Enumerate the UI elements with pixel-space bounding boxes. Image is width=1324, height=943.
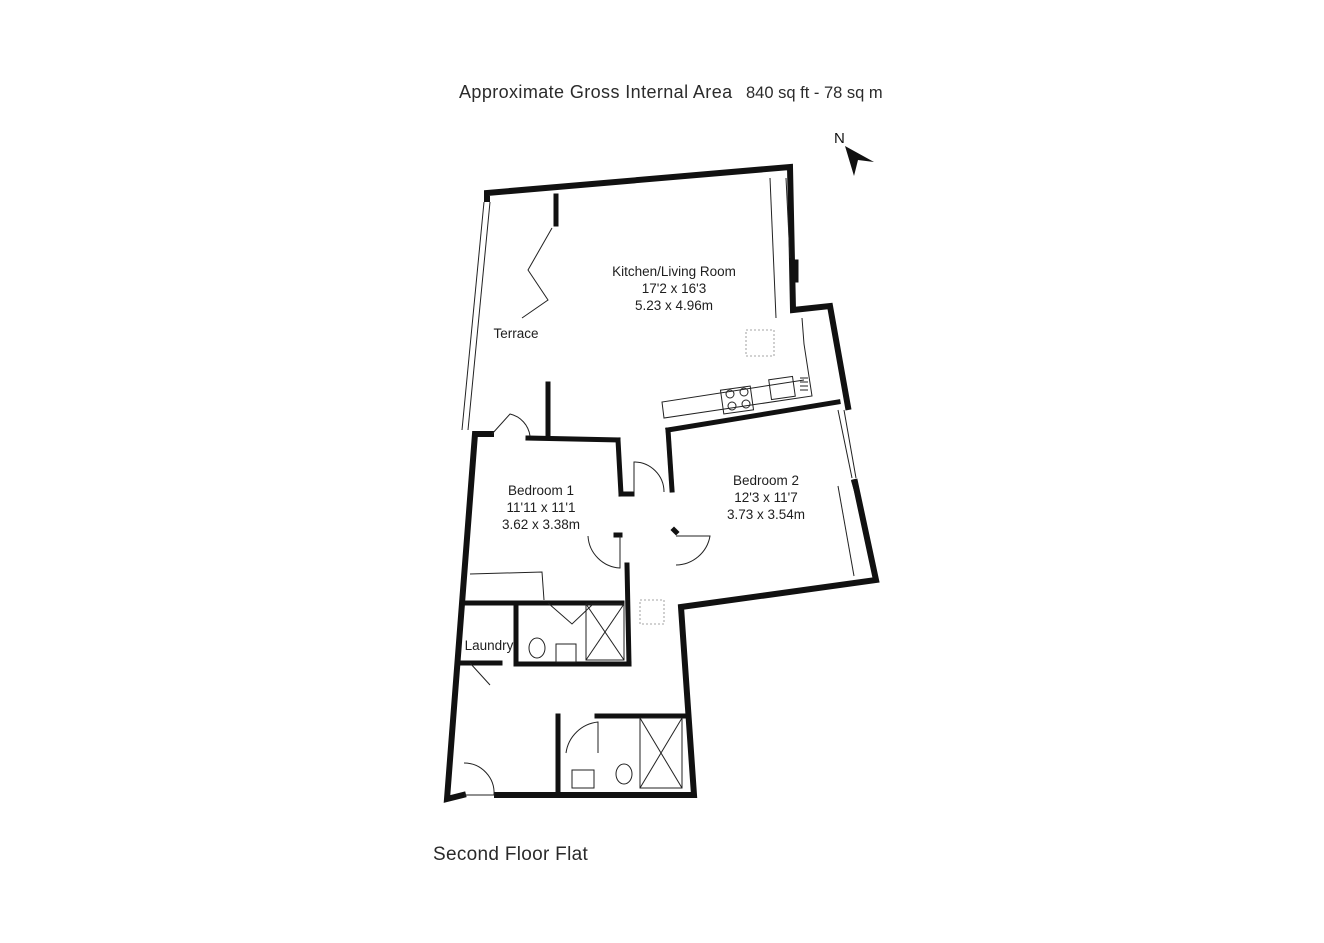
bedroom-fixtures (469, 409, 857, 625)
terrace-glazing (461, 177, 791, 431)
svg-text:12'3 x 11'7: 12'3 x 11'7 (734, 490, 797, 505)
outer-walls (443, 163, 880, 803)
svg-text:Kitchen/Living Room: Kitchen/Living Room (612, 264, 736, 279)
bifold-door (521, 227, 553, 319)
svg-text:11'11 x 11'1: 11'11 x 11'1 (507, 500, 576, 515)
terrace-label: Terrace (493, 326, 538, 341)
svg-text:5.23 x 4.96m: 5.23 x 4.96m (635, 298, 713, 313)
svg-text:3.62 x 3.38m: 3.62 x 3.38m (502, 517, 580, 532)
door-swings (463, 413, 711, 796)
bedroom1-label: Bedroom 1 11'11 x 11'1 3.62 x 3.38m (502, 483, 580, 532)
kitchen-living-label: Kitchen/Living Room 17'2 x 16'3 5.23 x 4… (612, 264, 736, 313)
area-value: 840 sq ft - 78 sq m (746, 84, 883, 102)
area-title: Approximate Gross Internal Area (459, 82, 733, 102)
interior-walls (457, 193, 862, 798)
svg-text:3.73 x 3.54m: 3.73 x 3.54m (727, 507, 805, 522)
svg-text:Bedroom 2: Bedroom 2 (733, 473, 799, 488)
kitchen-units (661, 317, 813, 419)
svg-text:N: N (834, 130, 845, 147)
bedroom2-label: Bedroom 2 12'3 x 11'7 3.73 x 3.54m (727, 473, 805, 522)
svg-text:17'2 x 16'3: 17'2 x 16'3 (642, 281, 706, 296)
bathroom-fixtures (528, 603, 683, 789)
svg-text:Bedroom 1: Bedroom 1 (508, 483, 574, 498)
floor-label: Second Floor Flat (433, 844, 588, 865)
laundry-label: Laundry (465, 638, 514, 653)
north-arrow-icon: N (834, 130, 874, 176)
